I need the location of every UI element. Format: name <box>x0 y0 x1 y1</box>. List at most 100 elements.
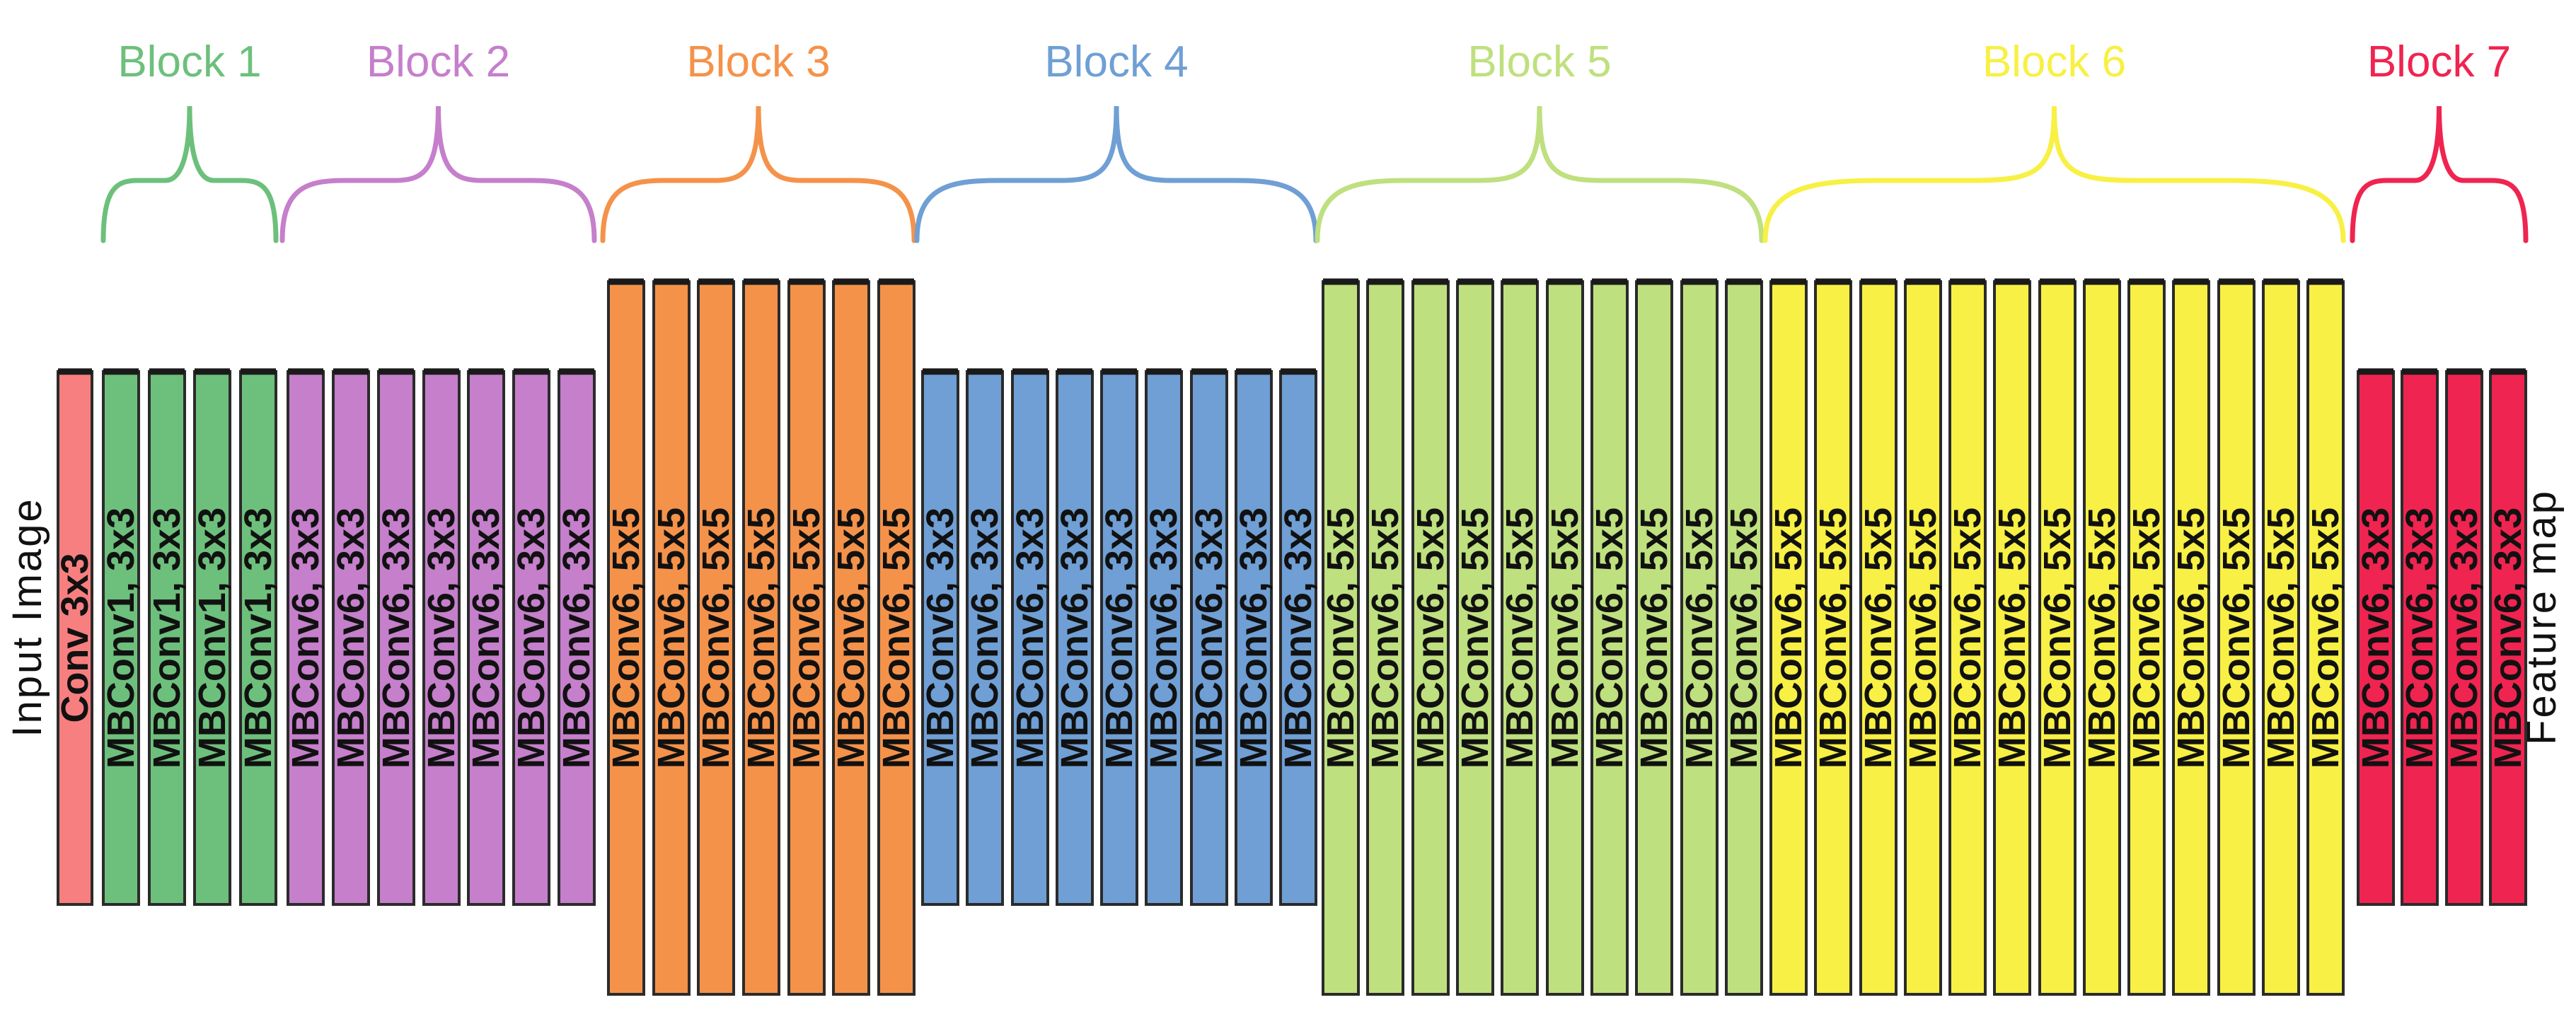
block-6-layer-1-box <box>1769 280 1808 996</box>
block-4-layer-3-box <box>1011 370 1049 906</box>
block-2-layer-4-label: MBConv6, 3x3 <box>420 507 463 769</box>
block-1-brace <box>100 105 279 243</box>
block-5-layer-3-box <box>1411 280 1450 996</box>
block-4-layer-9-box <box>1279 370 1317 906</box>
block-3-layer-2: MBConv6, 5x5 <box>650 278 693 996</box>
block-5-layer-6: MBConv6, 5x5 <box>1544 278 1586 996</box>
block-6-layer-4-label: MBConv6, 5x5 <box>1902 507 1944 769</box>
block-5-title: Block 5 <box>1467 38 1611 86</box>
block-6-layer-6-box <box>1993 280 2031 996</box>
block-4-layer-3-label: MBConv6, 3x3 <box>1009 507 1051 769</box>
block-6-layer-12-box <box>2262 280 2300 996</box>
block-2-layer-1-label: MBConv6, 3x3 <box>284 507 327 769</box>
block-5-layer-8-box <box>1635 280 1673 996</box>
block-6-layer-3-label: MBConv6, 5x5 <box>1857 507 1900 769</box>
block-4-layer-8: MBConv6, 3x3 <box>1232 368 1275 906</box>
block-4-layer-8-label: MBConv6, 3x3 <box>1232 507 1275 769</box>
block-7-layer-3: MBConv6, 3x3 <box>2443 368 2485 906</box>
block-5-layer-1-box <box>1322 280 1360 996</box>
block-6-layer-10: MBConv6, 5x5 <box>2170 278 2212 996</box>
block-1-layer-2: MBConv1, 3x3 <box>146 368 188 906</box>
block-6-layer-1: MBConv6, 5x5 <box>1767 278 1810 996</box>
block-4-layer-4: MBConv6, 3x3 <box>1053 368 1096 906</box>
block-6-layer-1-label: MBConv6, 5x5 <box>1767 507 1810 769</box>
block-2-layer-1: MBConv6, 3x3 <box>284 368 327 906</box>
block-5-layer-5: MBConv6, 5x5 <box>1498 278 1541 996</box>
block-3-layer-2-box <box>652 280 691 996</box>
block-2-layer-5: MBConv6, 3x3 <box>465 368 507 906</box>
block-6-layer-12: MBConv6, 5x5 <box>2260 278 2302 996</box>
block-5-layer-7-box <box>1590 280 1629 996</box>
block-5-layer-1: MBConv6, 5x5 <box>1319 278 1362 996</box>
block-5-layer-9-label: MBConv6, 5x5 <box>1678 507 1721 769</box>
block-5-layer-8: MBConv6, 5x5 <box>1633 278 1675 996</box>
block-4-layer-6-label: MBConv6, 3x3 <box>1143 507 1185 769</box>
block-5-layer-9: MBConv6, 5x5 <box>1678 278 1721 996</box>
block-2-title: Block 2 <box>366 38 510 86</box>
block-1-layer-4-label: MBConv1, 3x3 <box>237 507 279 769</box>
block-1-layer-4-box <box>239 370 277 906</box>
block-6-layer-11-box <box>2217 280 2256 996</box>
block-6-layer-3-box <box>1859 280 1898 996</box>
block-5-layer-4: MBConv6, 5x5 <box>1454 278 1496 996</box>
block-3-layer-2-label: MBConv6, 5x5 <box>650 507 693 769</box>
block-4-layer-7: MBConv6, 3x3 <box>1188 368 1230 906</box>
block-6-layer-7-label: MBConv6, 5x5 <box>2036 507 2079 769</box>
block-5-layer-4-box <box>1456 280 1494 996</box>
block-5-layer-6-box <box>1546 280 1584 996</box>
block-4-layer-9: MBConv6, 3x3 <box>1277 368 1319 906</box>
block-3-layer-4: MBConv6, 5x5 <box>740 278 782 996</box>
block-6-layer-4-box <box>1904 280 1942 996</box>
block-5-layer-8-label: MBConv6, 5x5 <box>1633 507 1675 769</box>
block-7-layer-4: MBConv6, 3x3 <box>2487 368 2529 906</box>
block-3-layer-6-label: MBConv6, 5x5 <box>830 507 872 769</box>
block-5-layer-4-label: MBConv6, 5x5 <box>1454 507 1496 769</box>
block-6-layer-12-label: MBConv6, 5x5 <box>2260 507 2302 769</box>
input-image-label: Input Image <box>4 497 50 737</box>
block-4-layer-1-label: MBConv6, 3x3 <box>919 507 961 769</box>
block-2-layer-2: MBConv6, 3x3 <box>330 368 372 906</box>
block-3-layer-1: MBConv6, 5x5 <box>605 278 647 996</box>
block-4-layer-3: MBConv6, 3x3 <box>1009 368 1051 906</box>
block-6-layer-4: MBConv6, 5x5 <box>1902 278 1944 996</box>
block-7-layer-4-label: MBConv6, 3x3 <box>2487 507 2529 769</box>
block-6-layer-9: MBConv6, 5x5 <box>2125 278 2168 996</box>
block-5-layer-10-box <box>1725 280 1763 996</box>
block-5-layer-10: MBConv6, 5x5 <box>1723 278 1765 996</box>
block-4-layer-6-box <box>1145 370 1183 906</box>
block-4-layer-6: MBConv6, 3x3 <box>1143 368 1185 906</box>
block-4-layer-5-label: MBConv6, 3x3 <box>1098 507 1140 769</box>
stem-conv-layer-box <box>57 370 93 906</box>
block-4-layer-2-label: MBConv6, 3x3 <box>964 507 1006 769</box>
block-1-title: Block 1 <box>117 38 261 86</box>
block-5-brace <box>1315 105 1764 243</box>
block-6-layer-8-label: MBConv6, 5x5 <box>2081 507 2123 769</box>
block-2-layer-6-label: MBConv6, 3x3 <box>510 507 553 769</box>
block-7-layer-3-box <box>2445 370 2483 906</box>
block-7-layer-3-label: MBConv6, 3x3 <box>2443 507 2485 769</box>
block-7-layer-4-box <box>2489 370 2527 906</box>
block-7-layer-2: MBConv6, 3x3 <box>2398 368 2441 906</box>
block-2-layer-2-label: MBConv6, 3x3 <box>330 507 372 769</box>
block-7-layer-1: MBConv6, 3x3 <box>2355 368 2397 906</box>
stem-conv-layer: Conv 3x3 <box>54 368 96 906</box>
block-6-layer-7-box <box>2038 280 2077 996</box>
block-1-layer-1: MBConv1, 3x3 <box>100 368 142 906</box>
block-7-layer-1-box <box>2357 370 2395 906</box>
block-3-layer-4-box <box>742 280 780 996</box>
block-1-layer-4: MBConv1, 3x3 <box>237 368 279 906</box>
block-3-layer-4-label: MBConv6, 5x5 <box>740 507 782 769</box>
block-3-layer-3: MBConv6, 5x5 <box>695 278 737 996</box>
block-7-title: Block 7 <box>2367 38 2511 86</box>
block-2-brace <box>279 105 597 243</box>
block-3-layer-1-box <box>607 280 645 996</box>
block-6-layer-5-box <box>1948 280 1987 996</box>
block-7-layer-1-label: MBConv6, 3x3 <box>2355 507 2397 769</box>
block-7-brace <box>2350 105 2529 243</box>
block-4-layer-7-label: MBConv6, 3x3 <box>1188 507 1230 769</box>
block-6-layer-8: MBConv6, 5x5 <box>2081 278 2123 996</box>
block-1-layer-1-label: MBConv1, 3x3 <box>100 507 142 769</box>
